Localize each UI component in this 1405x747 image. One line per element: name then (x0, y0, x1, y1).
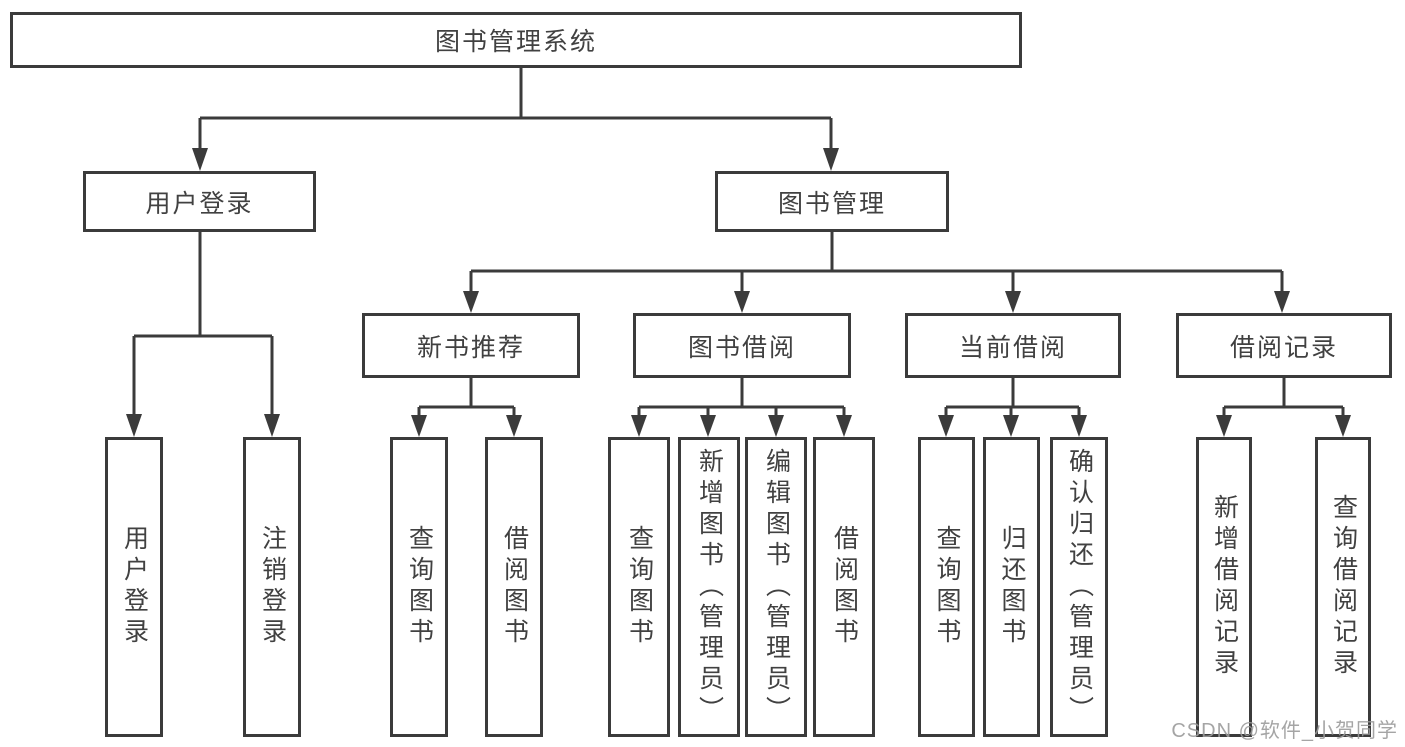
node-label: 注销登录 (258, 525, 287, 649)
node-label: 查询图书 (625, 525, 654, 649)
connector-current-borrow-children (938, 378, 1087, 437)
node-label: 新增借阅记录 (1210, 494, 1239, 680)
leaf-borrow-edit-books-admin: 编辑图书（管理员） (745, 437, 807, 737)
node-label: 当前借阅 (958, 333, 1067, 362)
connector-root-to-level2 (192, 68, 839, 171)
node-borrow-record: 借阅记录 (1176, 313, 1392, 378)
node-book-management: 图书管理 (715, 171, 949, 232)
node-label: 用户登录 (120, 525, 149, 649)
node-label: 图书管理 (777, 189, 886, 218)
node-label: 查询借阅记录 (1329, 494, 1358, 680)
node-label: 借阅图书 (830, 525, 859, 649)
leaf-borrow-add-books-admin: 新增图书（管理员） (678, 437, 740, 737)
leaf-recommend-borrow-books: 借阅图书 (485, 437, 543, 737)
node-label: 借阅记录 (1229, 333, 1338, 362)
node-label: 用户登录 (145, 189, 254, 218)
leaf-borrow-query-books: 查询图书 (608, 437, 670, 737)
node-label: 图书管理系统 (434, 28, 597, 56)
node-user-login: 用户登录 (83, 171, 316, 232)
leaf-current-return-books: 归还图书 (983, 437, 1040, 737)
node-label: 新增图书（管理员） (695, 447, 724, 727)
node-book-borrow: 图书借阅 (633, 313, 851, 378)
node-new-book-recommend: 新书推荐 (362, 313, 580, 378)
leaf-record-query-borrow-record: 查询借阅记录 (1315, 437, 1371, 737)
leaf-current-query-books: 查询图书 (918, 437, 975, 737)
node-label: 查询图书 (405, 525, 434, 649)
node-label: 查询图书 (933, 525, 961, 649)
node-library-management-system: 图书管理系统 (10, 12, 1022, 68)
node-label: 图书借阅 (687, 333, 796, 362)
node-label: 归还图书 (998, 525, 1026, 649)
leaf-current-confirm-return-admin: 确认归还（管理员） (1050, 437, 1108, 737)
leaf-borrow-borrow-books: 借阅图书 (813, 437, 875, 737)
connector-borrow-record-children (1216, 378, 1351, 437)
connector-book-borrow-children (631, 378, 852, 437)
node-label: 编辑图书（管理员） (762, 447, 791, 727)
leaf-logout: 注销登录 (243, 437, 301, 737)
node-current-borrow: 当前借阅 (905, 313, 1121, 378)
leaf-user-login: 用户登录 (105, 437, 163, 737)
node-label: 确认归还（管理员） (1065, 447, 1094, 727)
connector-new-book-children (411, 378, 522, 437)
leaf-recommend-query-books: 查询图书 (390, 437, 448, 737)
leaf-record-add-borrow-record: 新增借阅记录 (1196, 437, 1252, 737)
connector-book-mgmt-children (463, 232, 1290, 313)
connector-user-login-children (126, 232, 280, 437)
node-label: 借阅图书 (500, 525, 529, 649)
node-label: 新书推荐 (416, 333, 525, 362)
